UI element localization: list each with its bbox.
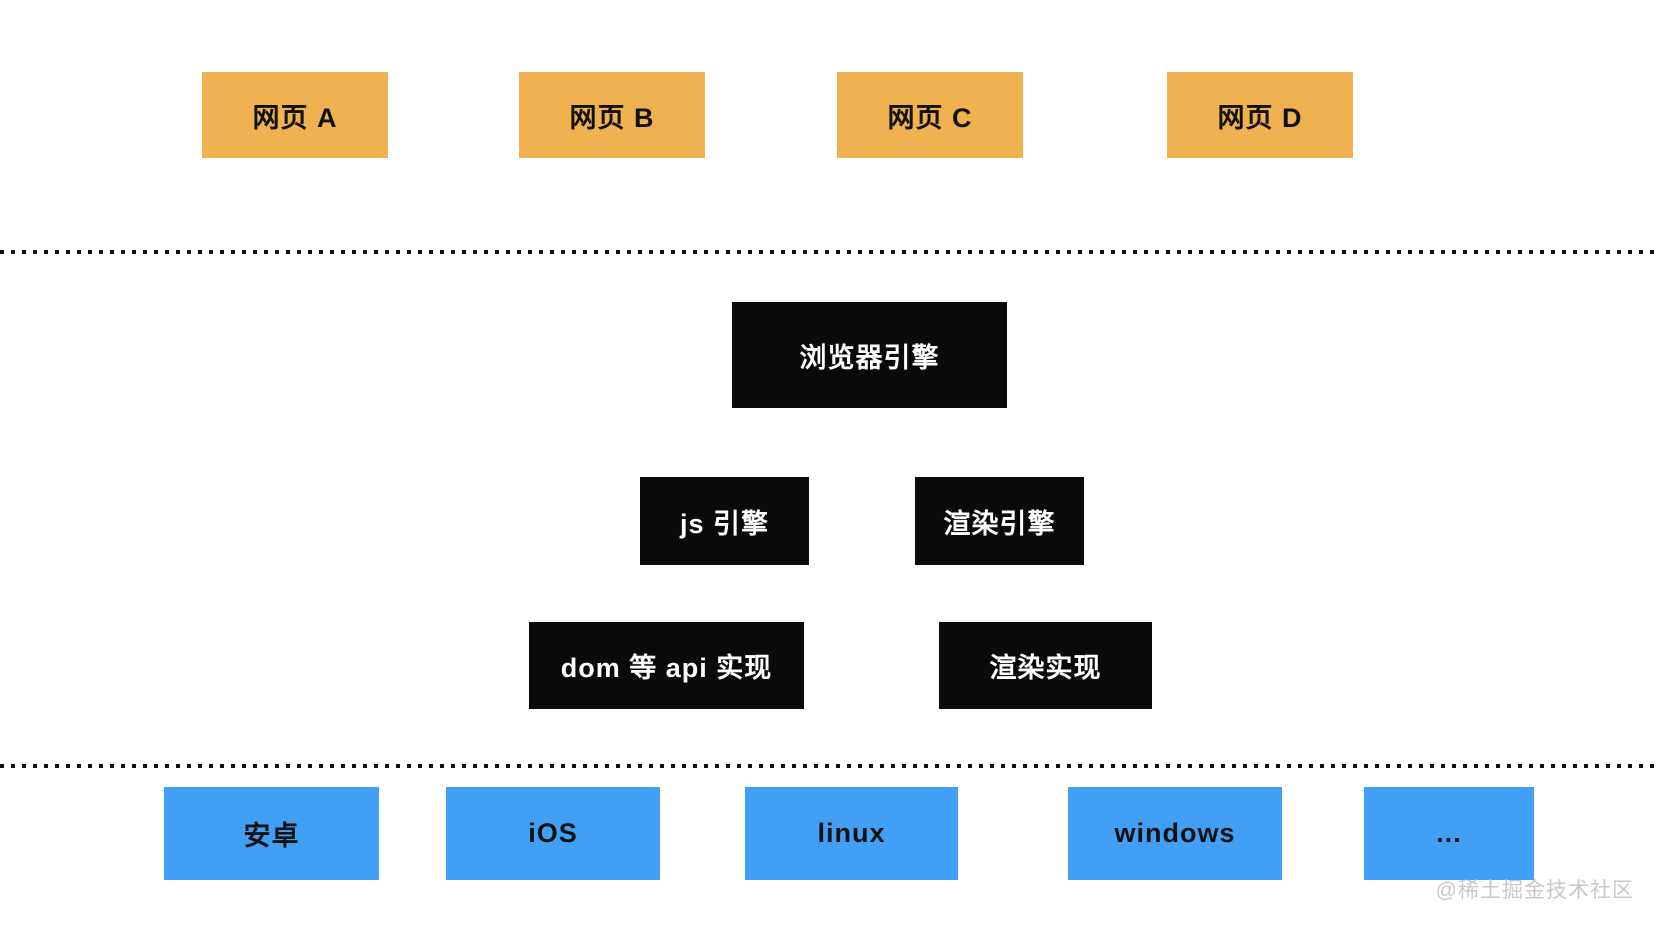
platform-more-box: ... [1364, 787, 1534, 880]
dotted-divider-bottom [0, 764, 1656, 768]
render-implementation-box: 渲染实现 [939, 622, 1152, 709]
browser-engine-box: 浏览器引擎 [732, 302, 1007, 408]
platform-linux-box: linux [745, 787, 958, 880]
platform-windows-box: windows [1068, 787, 1282, 880]
webpage-a-box: 网页 A [202, 72, 388, 158]
webpage-c-box: 网页 C [837, 72, 1023, 158]
render-engine-box: 渲染引擎 [915, 477, 1084, 565]
js-engine-box: js 引擎 [640, 477, 809, 565]
webpage-b-box: 网页 B [519, 72, 705, 158]
platform-android-box: 安卓 [164, 787, 379, 880]
platform-ios-box: iOS [446, 787, 660, 880]
juejin-watermark: @稀土掘金技术社区 [1435, 879, 1634, 902]
dotted-divider-top [0, 250, 1656, 254]
webpage-d-box: 网页 D [1167, 72, 1353, 158]
dom-api-implementation-box: dom 等 api 实现 [529, 622, 804, 709]
